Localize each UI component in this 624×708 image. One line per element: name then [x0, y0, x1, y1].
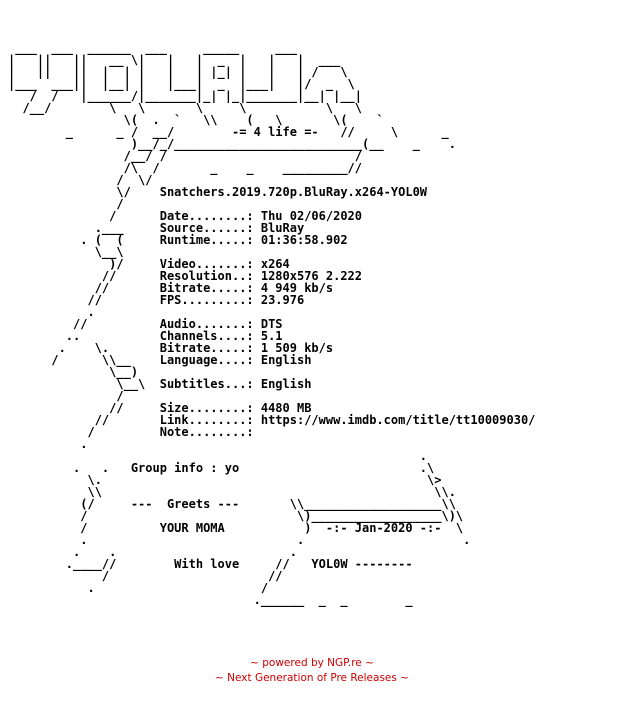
footer-tagline: ~ Next Generation of Pre Releases ~	[215, 672, 409, 684]
nfo-ascii-art: ___ ___ ______ ___ _____ ___ | || || __ …	[8, 41, 536, 607]
footer-powered-by: ~ powered by NGP.re ~	[250, 657, 374, 669]
